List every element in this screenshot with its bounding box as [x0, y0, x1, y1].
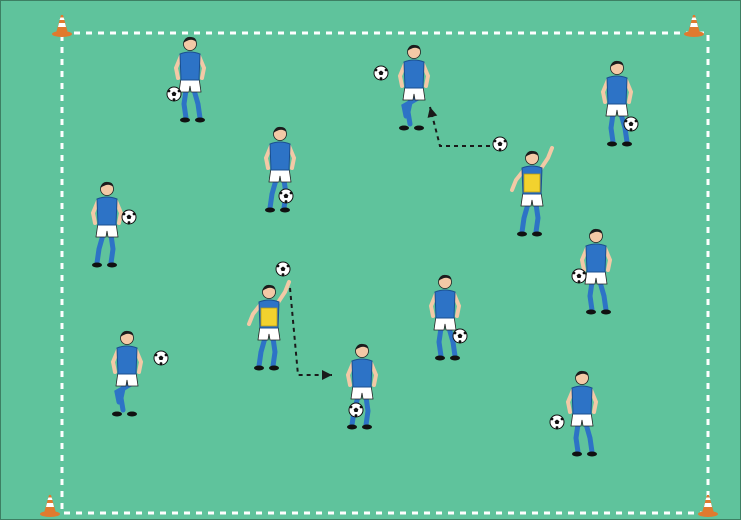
ball — [572, 269, 586, 283]
ball — [550, 415, 564, 429]
ball — [279, 189, 293, 203]
ball — [276, 262, 290, 276]
ball — [349, 403, 363, 417]
ball — [374, 66, 388, 80]
ball — [493, 137, 507, 151]
ball — [154, 351, 168, 365]
ball — [167, 87, 181, 101]
ball — [453, 329, 467, 343]
ball — [122, 210, 136, 224]
ball — [624, 117, 638, 131]
